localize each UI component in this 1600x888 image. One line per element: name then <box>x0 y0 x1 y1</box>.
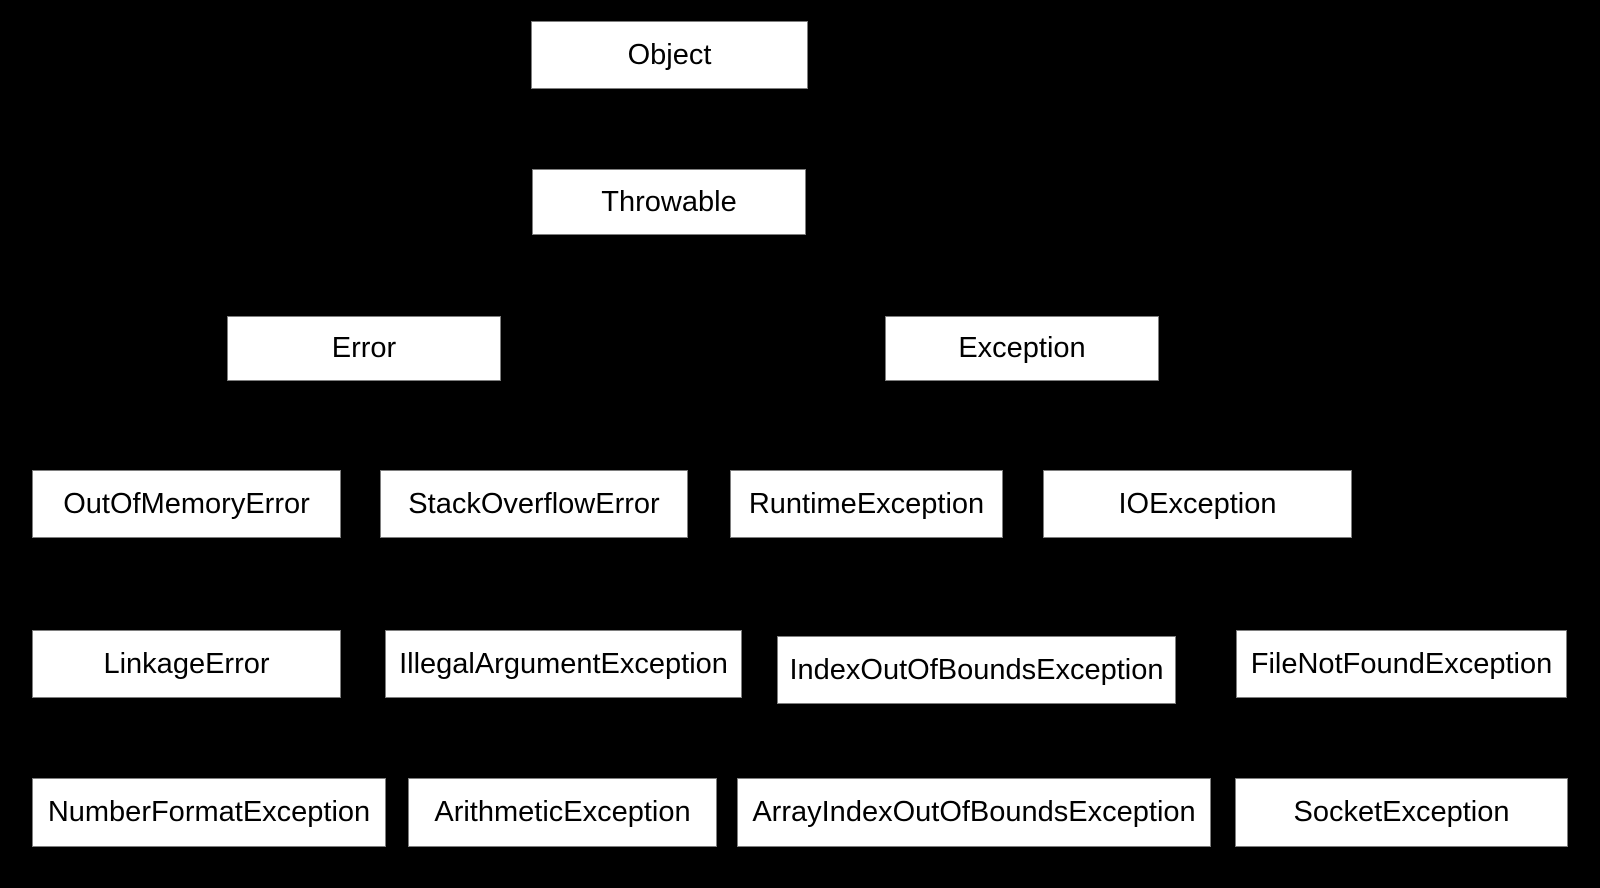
node-stack-overflow-error: StackOverflowError <box>380 470 688 538</box>
node-number-format-exception: NumberFormatException <box>32 778 386 847</box>
node-arithmetic-exception: ArithmeticException <box>408 778 717 847</box>
node-out-of-memory-error: OutOfMemoryError <box>32 470 341 538</box>
node-error: Error <box>227 316 501 381</box>
node-linkage-error: LinkageError <box>32 630 341 698</box>
node-file-not-found-exception: FileNotFoundException <box>1236 630 1567 698</box>
node-illegal-argument-exception: IllegalArgumentException <box>385 630 742 698</box>
node-runtime-exception: RuntimeException <box>730 470 1003 538</box>
node-throwable: Throwable <box>532 169 806 235</box>
node-socket-exception: SocketException <box>1235 778 1568 847</box>
node-object: Object <box>531 21 808 89</box>
node-io-exception: IOException <box>1043 470 1352 538</box>
node-index-out-of-bounds-exception: IndexOutOfBoundsException <box>777 636 1176 704</box>
node-exception: Exception <box>885 316 1159 381</box>
node-array-index-out-of-bounds-exception: ArrayIndexOutOfBoundsException <box>737 778 1211 847</box>
